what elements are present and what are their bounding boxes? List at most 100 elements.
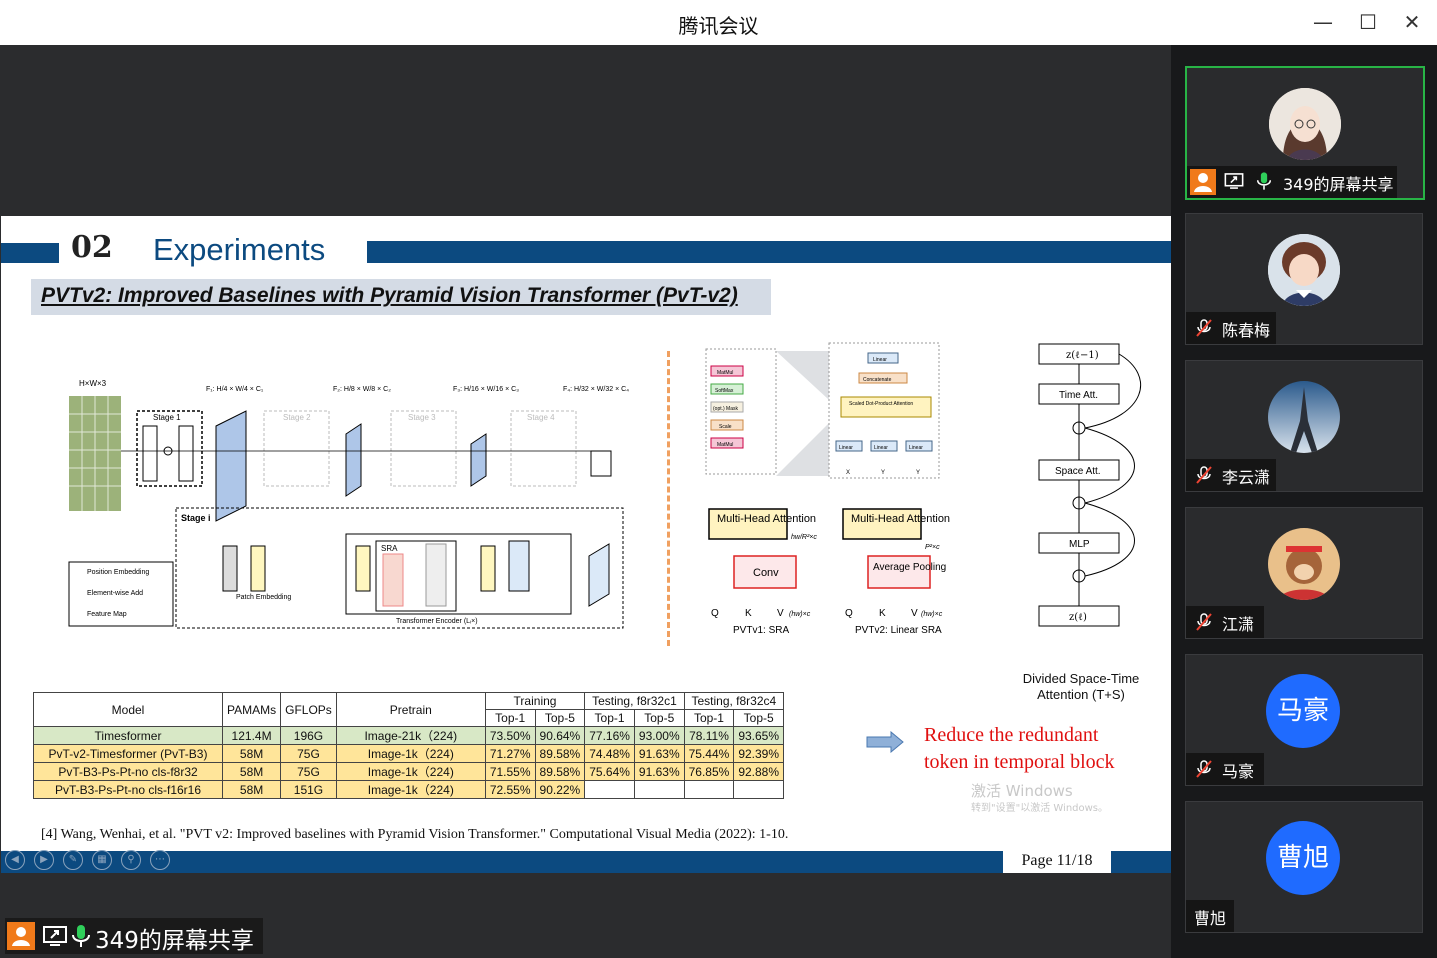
minimize-icon[interactable]: — xyxy=(1313,10,1333,34)
table-cell: Image-1k（224) xyxy=(335,744,486,763)
participant-name: 马豪 xyxy=(1222,762,1255,781)
pvtv1-mha-block xyxy=(708,508,788,540)
sub-header: Top-1 xyxy=(584,709,635,727)
sdpa-mask xyxy=(710,401,744,413)
table-cell: 91.63% xyxy=(633,762,685,781)
feature-label-3: F₃: H/16 × W/16 × C₃ xyxy=(453,386,519,393)
table-cell: 71.27% xyxy=(484,744,536,763)
close-icon[interactable]: ✕ xyxy=(1403,10,1421,34)
muted-microphone-icon xyxy=(1196,760,1212,778)
participant-tile[interactable]: 李云潇 xyxy=(1185,360,1423,492)
stage3-label: Stage 3 xyxy=(408,413,436,422)
participant-tile[interactable]: 江潇 xyxy=(1185,507,1423,639)
prev-slide-icon[interactable]: ◀ xyxy=(5,850,25,870)
pvtv2-pooling-block xyxy=(867,555,931,589)
more-icon[interactable]: ⋯ xyxy=(150,850,170,870)
table-cell: 90.22% xyxy=(534,780,586,799)
encoder-1 xyxy=(178,425,194,482)
svg-text:z(ℓ): z(ℓ) xyxy=(1069,612,1087,623)
svg-text:Y: Y xyxy=(881,470,885,476)
svg-text:Scaled Dot-Product Attention: Scaled Dot-Product Attention xyxy=(849,401,913,407)
table-cell: 74.48% xyxy=(584,744,635,763)
participant-tile[interactable]: 曹旭 曹旭 xyxy=(1185,801,1423,933)
mha-linear-y2 xyxy=(905,440,933,452)
col-header-params: PAMAMs xyxy=(221,692,282,727)
participant-name: 349的屏幕共享 xyxy=(1283,175,1394,194)
col-header-gflops: GFLOPs xyxy=(280,692,337,727)
svg-text:K: K xyxy=(879,608,886,619)
svg-text:MLP: MLP xyxy=(1069,539,1090,550)
sra-label: SRA xyxy=(381,544,398,553)
sub-header: Top-1 xyxy=(683,709,735,727)
slides-grid-icon[interactable]: ▦ xyxy=(92,850,112,870)
microphone-icon xyxy=(1256,172,1272,190)
stage2-box xyxy=(263,410,330,487)
table-cell: 71.55% xyxy=(484,762,536,781)
legend-feature-map: Feature Map xyxy=(87,611,127,618)
table-cell: 91.63% xyxy=(633,744,685,763)
group-header-testing-c1: Testing, f8r32c1 xyxy=(584,692,685,710)
table-cell: 75.44% xyxy=(683,744,735,763)
stage1-label: Stage 1 xyxy=(153,413,181,422)
sra-figure: MatMul SoftMax (opt.) Mask Scale MatMul … xyxy=(705,342,950,636)
section-number: 02 xyxy=(71,230,113,265)
svg-text:Y: Y xyxy=(916,470,920,476)
maximize-icon[interactable]: ☐ xyxy=(1359,10,1377,34)
shared-screen-area[interactable]: 02 Experiments PVTv2: Improved Baselines… xyxy=(0,45,1171,958)
muted-microphone-icon xyxy=(1196,319,1212,337)
mha-sdpa xyxy=(840,396,932,418)
participant-tile[interactable]: 陈春梅 xyxy=(1185,213,1423,345)
stage1-box xyxy=(136,410,203,487)
window-title: 腾讯会议 xyxy=(678,14,759,38)
patch-embedding-label: Patch Embedding xyxy=(236,594,291,601)
stage4-box xyxy=(510,410,577,487)
pvt-architecture-figure: H×W×3 F₁: H/4 × W/4 × C₁ F₂: H/8 × W/8 ×… xyxy=(68,379,629,629)
participant-name: 陈春梅 xyxy=(1222,321,1271,340)
pvtv1-conv-block xyxy=(733,555,797,589)
svg-text:Conv: Conv xyxy=(753,567,779,579)
participant-tile[interactable]: 马豪 马豪 xyxy=(1185,654,1423,786)
sub-header: Top-5 xyxy=(633,709,685,727)
eiffel-tower-avatar xyxy=(1268,381,1340,453)
svg-text:(hw)×c: (hw)×c xyxy=(921,611,943,618)
output-feature-map xyxy=(588,543,610,607)
caption-line-2: Attention (T+S) xyxy=(1037,687,1125,702)
table-cell: 89.58% xyxy=(534,762,586,781)
pen-icon[interactable]: ✎ xyxy=(63,850,83,870)
svg-text:Q: Q xyxy=(845,608,853,619)
svg-text:Linear: Linear xyxy=(874,445,888,451)
right-arrow-icon xyxy=(866,731,904,753)
table-cell xyxy=(683,780,735,799)
table-cell: 58M xyxy=(221,762,282,781)
screen-share-icon xyxy=(1224,173,1244,189)
table-cell: PvT-B3-Ps-Pt-no cls-f8r32 xyxy=(33,762,223,781)
transformer-encoder-box xyxy=(345,533,572,615)
svg-text:(opt.) Mask: (opt.) Mask xyxy=(713,406,739,412)
transformer-encoder-label: Transformer Encoder (Lᵢ×) xyxy=(396,618,478,625)
stage3-box xyxy=(390,410,457,487)
svg-text:MatMul: MatMul xyxy=(717,370,733,376)
table-cell: 76.85% xyxy=(683,762,735,781)
svg-text:P²×c: P²×c xyxy=(925,544,940,551)
sdpa-scale xyxy=(710,419,744,431)
participant-namebar: 曹旭 xyxy=(1186,900,1234,932)
sub-header: Top-5 xyxy=(733,709,785,727)
table-cell: 78.11% xyxy=(683,726,735,745)
table-sub-header-row: Top-1 Top-5 Top-1 Top-5 Top-1 Top-5 xyxy=(34,709,785,727)
reference-text: [4] Wang, Wenhai, et al. "PVT v2: Improv… xyxy=(41,827,789,842)
next-slide-icon[interactable]: ▶ xyxy=(34,850,54,870)
mha-concat xyxy=(858,372,908,384)
table-cell: Image-21k（224) xyxy=(335,726,486,745)
zoom-icon[interactable]: ⚲ xyxy=(121,850,141,870)
table-cell: 58M xyxy=(221,780,282,799)
table-cell xyxy=(733,780,785,799)
feature-label-2: F₂: H/8 × W/8 × C₂ xyxy=(333,386,391,393)
linear-block xyxy=(222,545,238,592)
slide-subtitle-text: PVTv2: Improved Baselines with Pyramid V… xyxy=(41,284,738,307)
participant-tile-host[interactable]: 349的屏幕共享 xyxy=(1185,66,1425,200)
table-cell: 196G xyxy=(280,726,337,745)
participant-name: 曹旭 xyxy=(1194,909,1227,928)
table-cell: 90.64% xyxy=(534,726,586,745)
participant-namebar: 349的屏幕共享 xyxy=(1187,166,1397,198)
activate-windows-hint: 转到"设置"以激活 Windows。 xyxy=(971,803,1109,814)
